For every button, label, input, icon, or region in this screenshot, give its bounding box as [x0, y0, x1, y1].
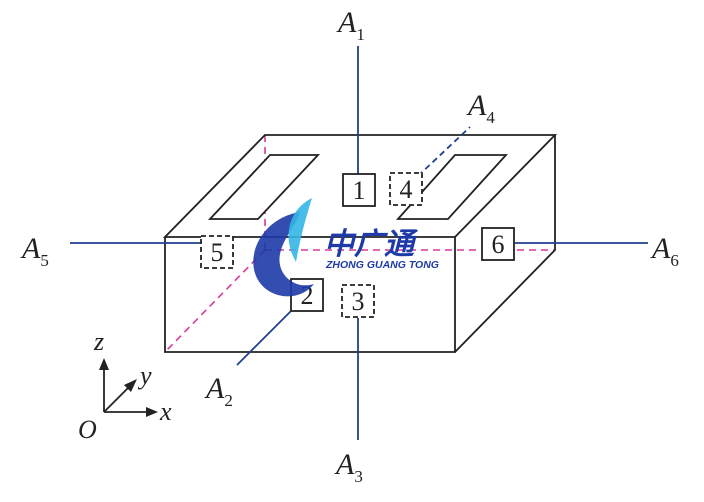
box-1-frame	[342, 173, 376, 207]
box-4: 4	[389, 172, 423, 206]
label-a5: A5	[20, 232, 49, 270]
front-face	[164, 237, 456, 353]
box-4-number: 4	[400, 175, 413, 204]
axis-y	[103, 385, 131, 413]
box-3-number: 3	[352, 287, 365, 316]
label-a1: A1	[336, 6, 365, 44]
box-1-number: 1	[353, 176, 366, 205]
line-a4	[417, 126, 471, 177]
axis-y-arrow	[124, 379, 137, 392]
line-a2	[236, 309, 293, 366]
logo-english-text: ZHONG GUANG TONG	[325, 259, 439, 271]
logo-leaf-icon	[288, 198, 312, 262]
block-outline	[162, 134, 558, 353]
coordinate-axes	[99, 358, 158, 417]
box-6-number: 6	[492, 230, 505, 259]
axis-x-arrow	[146, 407, 158, 417]
box-1: 1	[342, 173, 376, 207]
axis-label-y: y	[137, 361, 152, 390]
box-4-frame	[389, 172, 423, 206]
right-face	[454, 135, 556, 353]
logo-chinese-text: 中广通	[324, 228, 419, 261]
axis-label-z: z	[93, 327, 104, 356]
axis-label-x: x	[159, 397, 172, 426]
label-a4: A4	[466, 89, 495, 127]
box-3: 3	[341, 284, 375, 318]
box-5-frame	[200, 235, 234, 269]
box-6: 6	[481, 227, 515, 261]
box-6-frame	[481, 227, 515, 261]
label-a6: A6	[650, 232, 679, 270]
box-5: 5	[200, 235, 234, 269]
opening-left	[207, 154, 321, 220]
logo-swirl-icon	[253, 212, 314, 297]
top-openings	[207, 154, 509, 220]
axis-z-arrow	[99, 358, 109, 370]
box-3-frame	[341, 284, 375, 318]
label-a3: A3	[334, 448, 363, 486]
box-5-number: 5	[211, 238, 224, 267]
axis-label-origin: O	[78, 415, 97, 444]
watermark-logo: 中广通 ZHONG GUANG TONG	[253, 198, 439, 297]
label-a2: A2	[204, 372, 233, 410]
